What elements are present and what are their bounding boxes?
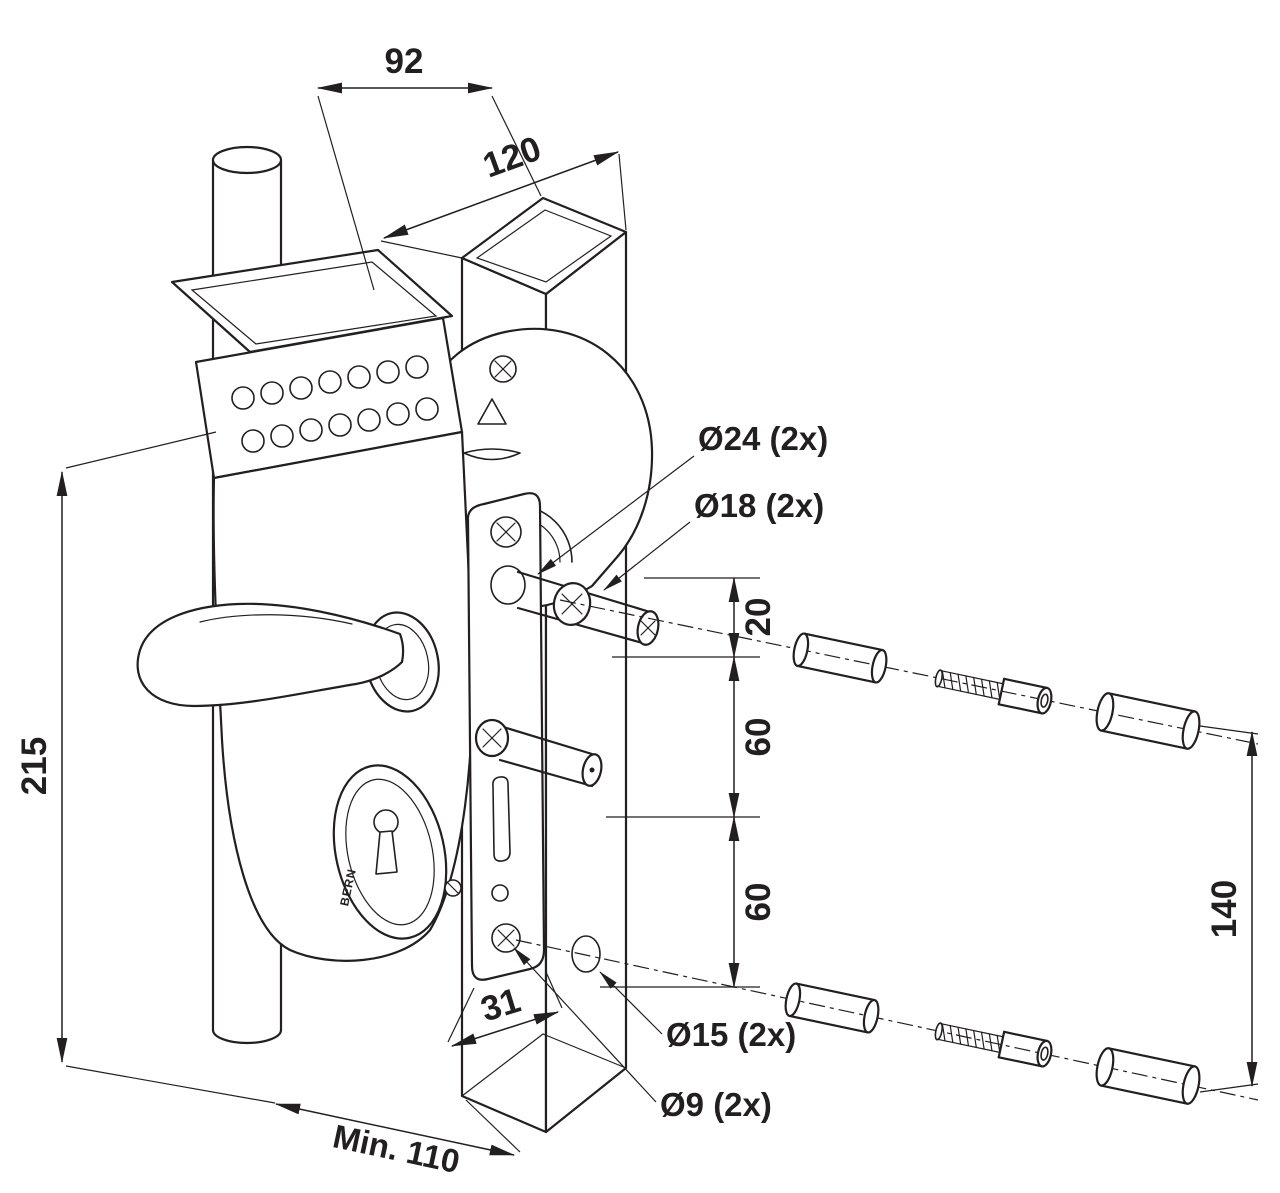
lower-fastener-axis xyxy=(515,939,1259,1101)
dimension-215: 215 xyxy=(15,431,276,1104)
upper-fastener-axis xyxy=(559,599,1259,745)
dim-92-label: 92 xyxy=(385,42,424,81)
dim-140-label: 140 xyxy=(1205,880,1244,938)
hex-socket-icon xyxy=(1040,1046,1049,1061)
dimension-chain-20-60-60: 20 60 60 xyxy=(600,576,778,989)
hex-socket-icon xyxy=(1040,693,1049,708)
middle-pin xyxy=(474,718,603,788)
callout-diameter-18: Ø18 (2x) xyxy=(603,487,824,591)
upper-spacer-bushing-large xyxy=(1095,692,1201,750)
dimension-min-110: Min. 110 xyxy=(274,1099,521,1180)
dimension-140: 140 xyxy=(1199,725,1259,1093)
upper-socket-screw xyxy=(934,669,1053,715)
keypad xyxy=(194,316,464,480)
dim-60-upper-label: 60 xyxy=(739,718,778,757)
dim-120-label: 120 xyxy=(478,129,546,186)
spindle-hole xyxy=(490,565,526,605)
handle xyxy=(136,602,440,713)
dim-215-label: 215 xyxy=(15,737,54,795)
callout-diameter-24: Ø24 (2x) xyxy=(537,420,828,575)
handle-lever xyxy=(136,602,405,708)
callout-diameter-9: Ø9 (2x) xyxy=(513,947,772,1123)
keyhole-icon xyxy=(373,809,399,835)
dim-min110-label: Min. 110 xyxy=(330,1117,463,1180)
lower-socket-screw xyxy=(934,1022,1053,1068)
dim-60-lower-label: 60 xyxy=(739,883,778,922)
spindle-assembly xyxy=(516,570,660,646)
dimension-92: 92 xyxy=(316,42,542,291)
callout-d15-label: Ø15 (2x) xyxy=(666,1016,796,1053)
warning-triangle-icon xyxy=(477,398,507,425)
dim-20-label: 20 xyxy=(739,598,778,637)
callout-d9-label: Ø9 (2x) xyxy=(660,1086,772,1123)
callout-diameter-15: Ø15 (2x) xyxy=(599,971,796,1053)
upper-spacer-bushing-small xyxy=(792,632,888,684)
callout-d18-label: Ø18 (2x) xyxy=(694,487,824,524)
cylinder: BERN xyxy=(332,764,462,940)
lower-spacer-bushing-small xyxy=(784,982,880,1034)
lower-spacer-bushing-large xyxy=(1095,1047,1201,1105)
callout-d24-label: Ø24 (2x) xyxy=(698,420,828,457)
